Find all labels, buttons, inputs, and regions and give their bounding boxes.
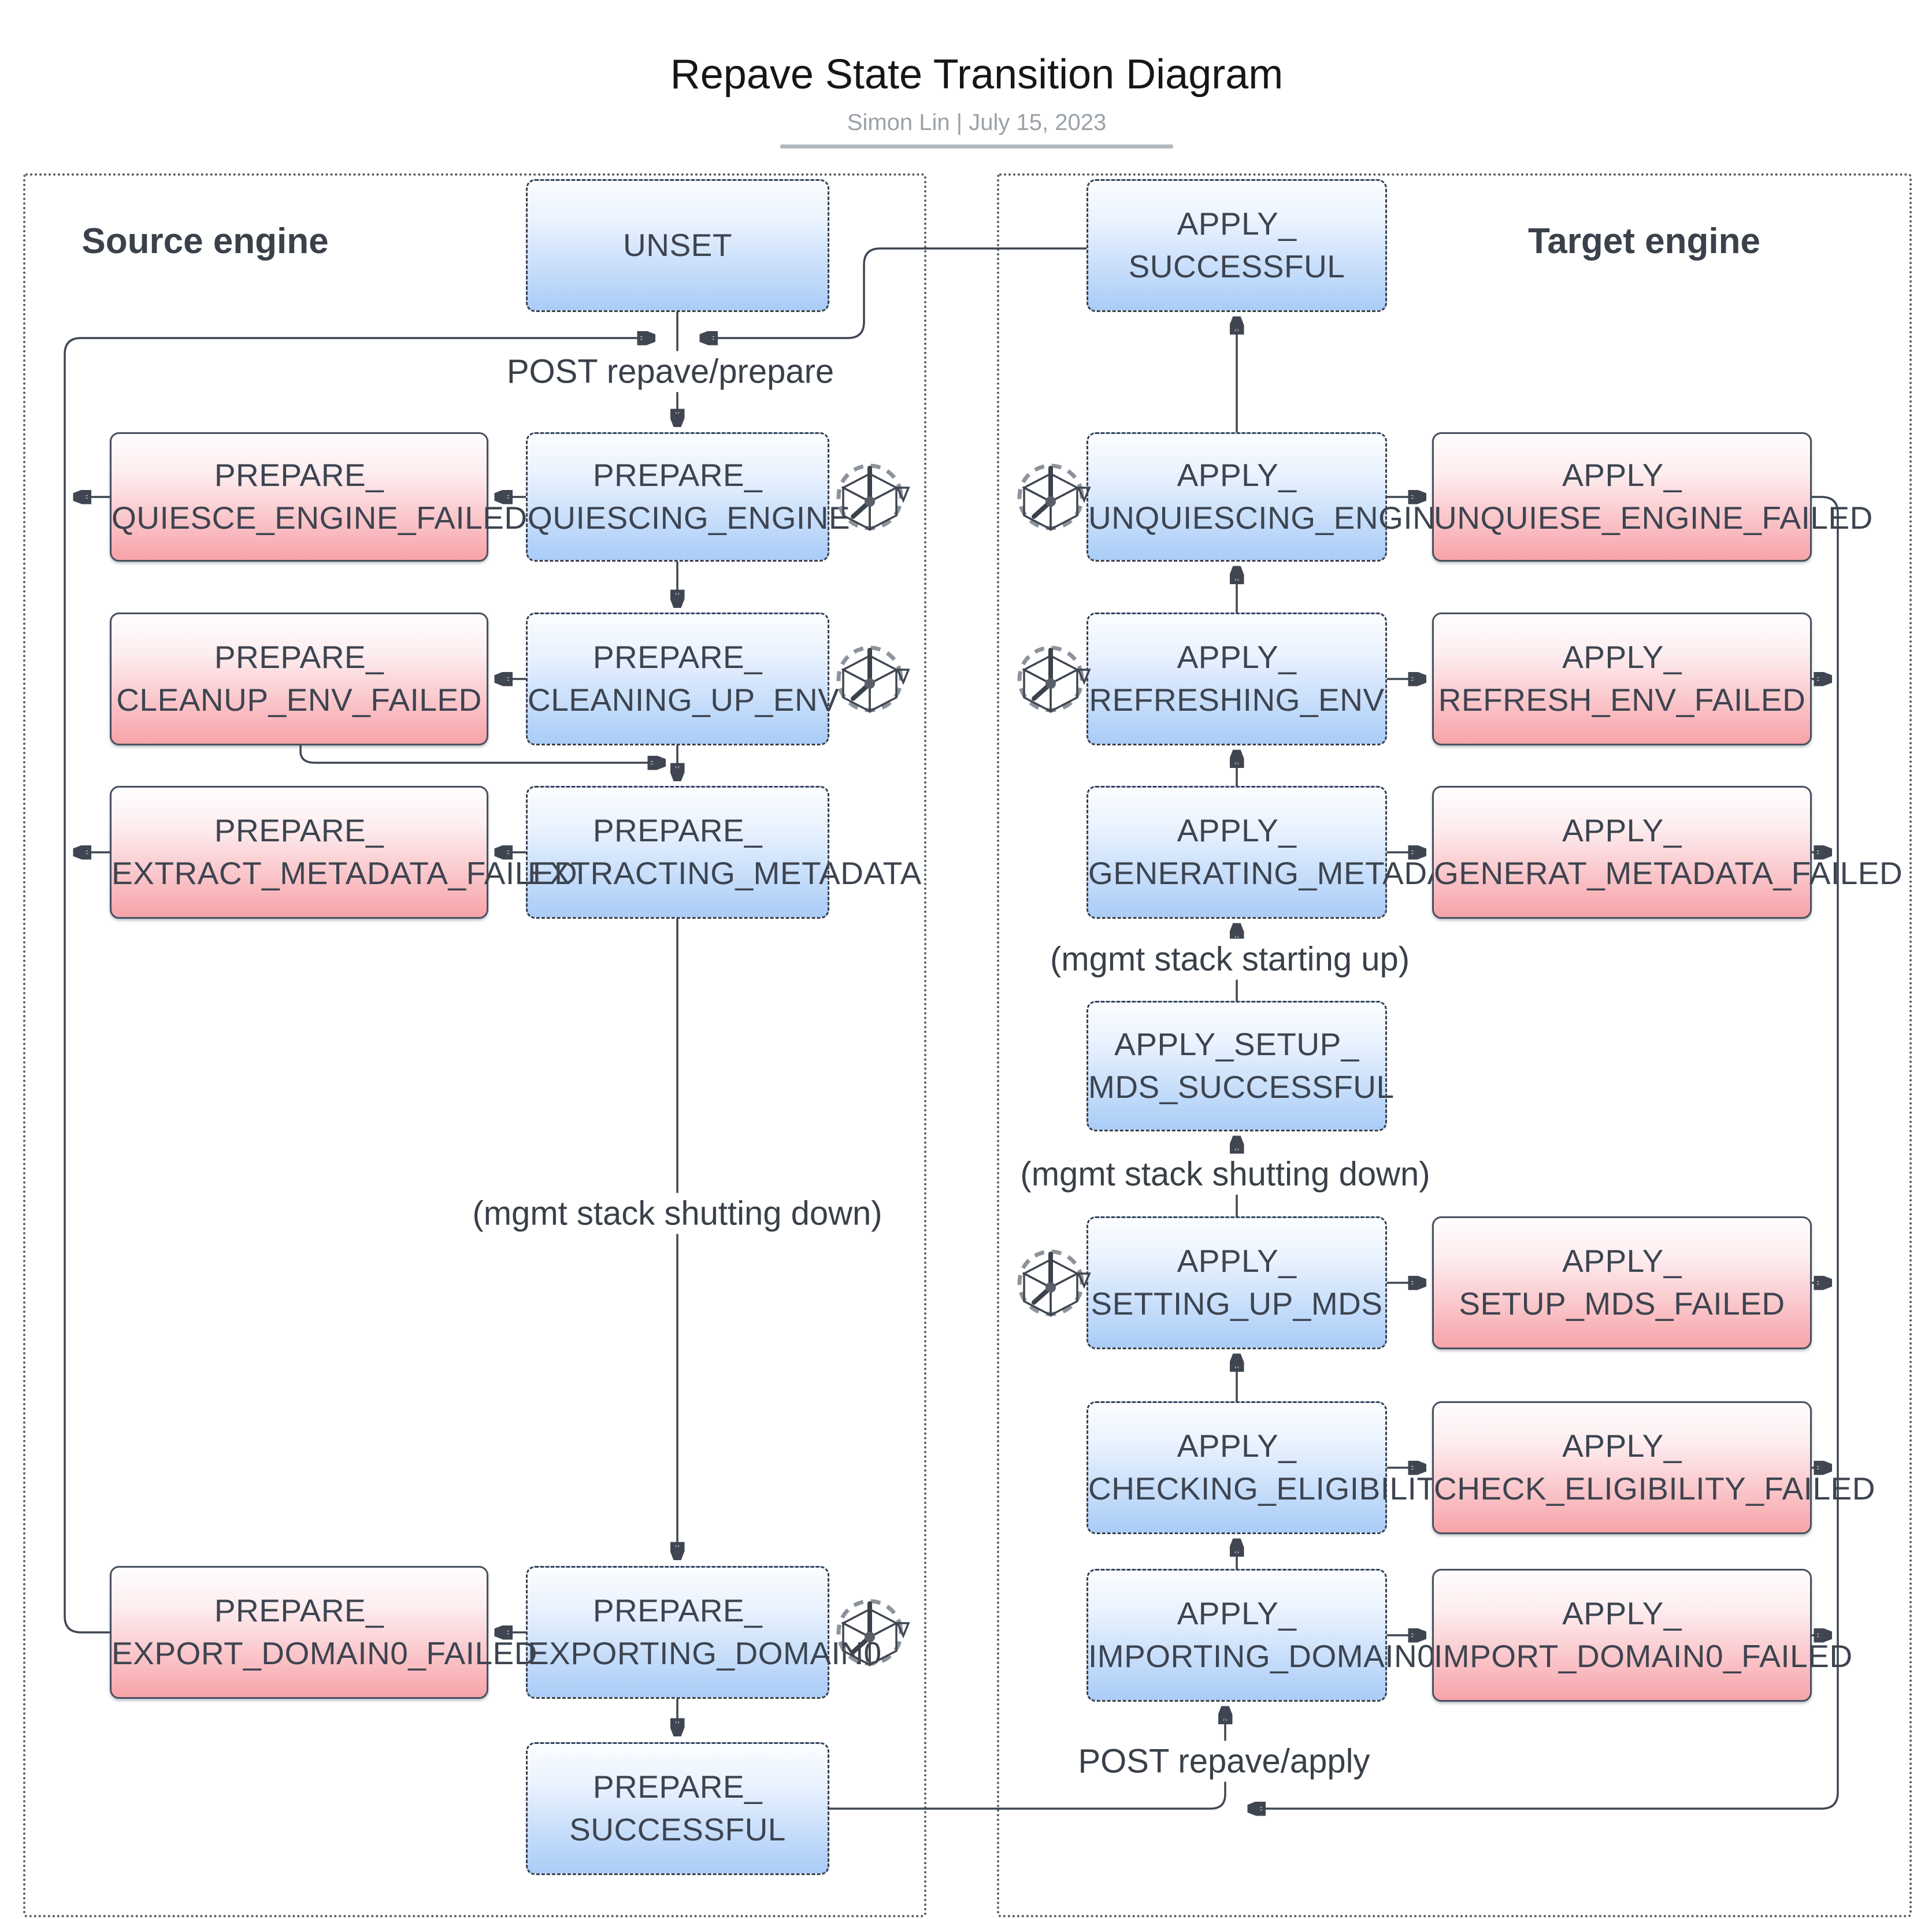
state-prepare-cleaning-up-env: PREPARE_ CLEANING_UP_ENV	[526, 613, 839, 745]
edge-prepare-successful-to-importing	[829, 1707, 1225, 1810]
state-apply-setup-mds-successful: APPLY_SETUP_ MDS_SUCCESSFUL	[1086, 1001, 1394, 1131]
state-unset: UNSET	[526, 179, 829, 312]
state-apply-generating-metadata: APPLY_ GENERATING_METADATA	[1086, 786, 1485, 919]
edge-label-mgmt-starting-up: (mgmt stack starting up)	[1041, 938, 1418, 980]
state-prepare-extracting-metadata: PREPARE_ EXTRACTING_METADATA	[526, 786, 921, 919]
state-prepare-exporting-domain0: PREPARE_ EXPORTING_DOMAIN0	[526, 1566, 881, 1699]
byline: Simon Lin | July 15, 2023	[847, 110, 1107, 135]
state-apply-refreshing-env: APPLY_ REFRESHING_ENV	[1086, 613, 1387, 745]
state-apply-generat-metadata-failed: APPLY_ GENERAT_METADATA_FAILED	[1432, 786, 1903, 919]
target-engine-label: Target engine	[1528, 221, 1760, 261]
edge-label-mgmt-shutting-down-target: (mgmt stack shutting down)	[1012, 1153, 1438, 1195]
edge-label-post-repave-prepare: POST repave/prepare	[498, 351, 843, 392]
edge-cleanup-failed-merge	[299, 745, 665, 763]
state-prepare-extract-metadata-failed: PREPARE_ EXTRACT_METADATA_FAILED	[110, 786, 577, 919]
cube-clock-icon	[1004, 451, 1097, 543]
cube-clock-icon	[1004, 633, 1097, 725]
state-apply-check-eligibility-failed: APPLY_ CHECK_ELIGIBILITY_FAILED	[1432, 1401, 1875, 1534]
state-apply-unquiese-engine-failed: APPLY_ UNQUIESE_ENGINE_FAILED	[1432, 432, 1872, 562]
source-engine-label: Source engine	[81, 221, 329, 261]
state-apply-refresh-env-failed: APPLY_ REFRESH_ENV_FAILED	[1432, 613, 1812, 745]
edge-label-mgmt-shutting-down-source: (mgmt stack shutting down)	[464, 1193, 891, 1234]
cube-clock-icon	[1004, 1237, 1097, 1329]
state-prepare-quiescing-engine: PREPARE_ QUIESCING_ENGINE	[526, 432, 850, 562]
cube-clock-icon	[824, 1586, 916, 1679]
edge-failed-rail-to-post-apply	[1248, 496, 1839, 1809]
edge-label-post-repave-apply: POST repave/apply	[1070, 1740, 1378, 1782]
state-prepare-successful: PREPARE_ SUCCESSFUL	[526, 1742, 829, 1875]
state-prepare-cleanup-env-failed: PREPARE_ CLEANUP_ENV_FAILED	[110, 613, 488, 745]
state-apply-import-domain0-failed: APPLY_ IMPORT_DOMAIN0_FAILED	[1432, 1569, 1852, 1702]
state-prepare-quiesce-engine-failed: PREPARE_ QUIESCE_ENGINE_FAILED	[110, 432, 527, 562]
state-apply-importing-domain0: APPLY_ IMPORTING_DOMAIN0	[1086, 1569, 1435, 1702]
cube-clock-icon	[824, 451, 916, 543]
target-engine-region	[997, 173, 1912, 1917]
state-apply-setup-mds-failed: APPLY_ SETUP_MDS_FAILED	[1432, 1216, 1812, 1349]
state-apply-checking-eligibility: APPLY_ CHECKING_ELIGIBILITY	[1086, 1401, 1458, 1534]
state-apply-unquiescing-engine: APPLY_ UNQUIESCING_ENGINE	[1086, 432, 1457, 562]
state-apply-setting-up-mds: APPLY_ SETTING_UP_MDS	[1086, 1216, 1387, 1349]
edge-export-failed-retry-rail	[64, 338, 654, 1634]
page-title: Repave State Transition Diagram	[670, 51, 1284, 98]
source-engine-region	[23, 173, 926, 1917]
title-underline	[780, 144, 1173, 149]
cube-clock-icon	[824, 633, 916, 725]
state-apply-successful: APPLY_ SUCCESSFUL	[1086, 179, 1387, 312]
state-prepare-export-domain0-failed: PREPARE_ EXPORT_DOMAIN0_FAILED	[110, 1566, 537, 1699]
edge-apply-successful-to-prepare	[700, 247, 1086, 338]
